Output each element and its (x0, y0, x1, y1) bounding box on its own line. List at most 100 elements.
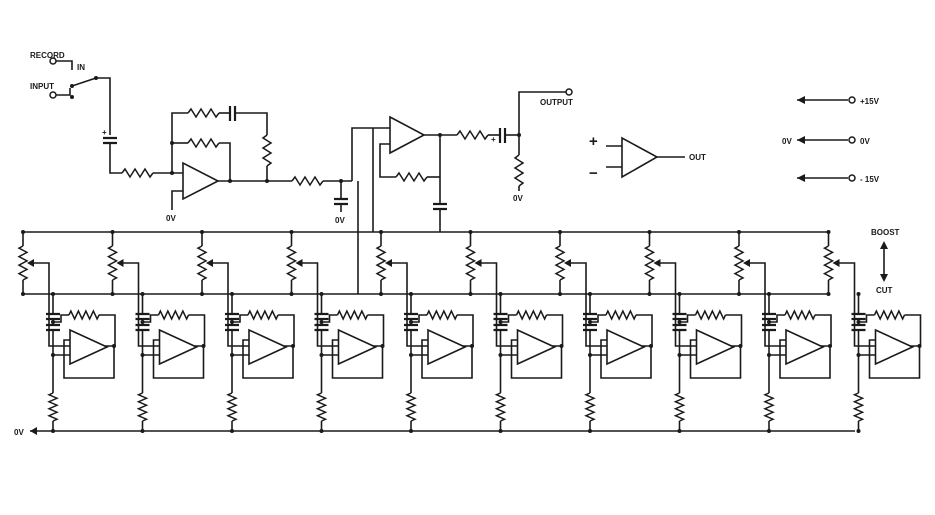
band-7-capacitor-2 (583, 323, 597, 332)
band-10-capacitor-1 (851, 312, 866, 321)
band-5-ground-resistor (405, 392, 417, 422)
input-resistor (121, 167, 154, 179)
band-8-feedback-resistor (694, 309, 727, 321)
minus15v-terminal (848, 174, 856, 182)
legend-minus: − (589, 165, 598, 182)
band-7-opamp (606, 328, 646, 366)
band-8-capacitor-2 (672, 323, 687, 332)
band-2-potentiometer (106, 245, 119, 281)
band-5-capacitor-2 (404, 323, 418, 332)
input-capacitor (103, 136, 117, 145)
band-7-feedback-resistor (605, 309, 637, 321)
output-label: OUTPUT (540, 98, 573, 107)
band-6-opamp (516, 328, 557, 366)
svg-text:+: + (102, 128, 107, 137)
band-6-ground-resistor (494, 392, 507, 422)
output-coupling-capacitor (498, 128, 507, 143)
shunt-capacitor (334, 197, 348, 206)
band-10-feedback-resistor (873, 309, 906, 321)
input-terminal (49, 91, 57, 99)
output-ground-label: 0V (513, 194, 523, 203)
input-label: INPUT (30, 82, 54, 91)
band-6-capacitor-2 (493, 323, 508, 332)
band-5-potentiometer (375, 245, 387, 281)
band-4-capacitor-1 (314, 312, 329, 321)
band-4-opamp (337, 328, 378, 366)
record-switch (71, 77, 97, 87)
band-9-opamp (785, 328, 825, 366)
svg-text:+: + (491, 135, 496, 144)
shunt-ground-label: 0V (335, 216, 345, 225)
band-6-feedback-resistor (515, 309, 548, 321)
legend: + − OUT +15V 0V 0V - 15V BOOST CUT (589, 96, 900, 295)
band-10-ground-resistor (852, 392, 865, 422)
input-section: RECORD IN INPUT + (30, 51, 183, 179)
band-6-potentiometer (464, 245, 477, 281)
series-resistor (291, 175, 324, 187)
band-1-capacitor-2 (46, 323, 60, 332)
zero-v-left-label: 0V (782, 137, 792, 146)
feedback-capacitor (228, 106, 237, 121)
band-3-potentiometer (196, 245, 208, 281)
band-1-ground-resistor (47, 392, 59, 422)
output-opamp (389, 115, 426, 155)
band-4-ground-resistor (315, 392, 328, 422)
minus15v-label: - 15V (860, 175, 880, 184)
ground-label: 0V (14, 428, 24, 437)
output-series-resistor (456, 129, 489, 141)
band-1-feedback-resistor (68, 309, 100, 321)
band-2-feedback-resistor (157, 309, 190, 321)
legend-opamp (621, 136, 659, 179)
legend-plus: + (589, 133, 598, 150)
band-9-potentiometer (733, 245, 745, 281)
band-4-capacitor-2 (314, 323, 329, 332)
band-9-capacitor-2 (762, 323, 776, 332)
input-amplifier: 0V 0V (166, 106, 352, 225)
boost-label: BOOST (871, 228, 900, 237)
band-8-ground-resistor (673, 392, 686, 422)
output-load-resistor (513, 154, 525, 187)
plus15v-label: +15V (860, 97, 880, 106)
plus15v-terminal (848, 96, 856, 104)
cut-label: CUT (876, 286, 893, 295)
band-3-ground-resistor (226, 392, 238, 422)
band-8-opamp (695, 328, 736, 366)
band-2-capacitor-1 (135, 312, 150, 321)
in-label: IN (77, 63, 85, 72)
band-5-capacitor-1 (404, 312, 418, 321)
band-1-opamp (69, 328, 109, 366)
band-7-capacitor-1 (583, 312, 597, 321)
band-6-capacitor-1 (493, 312, 508, 321)
output-feedback-resistor (395, 171, 428, 183)
ground-arrow (30, 427, 37, 435)
band-2-ground-resistor (136, 392, 149, 422)
output-terminal (565, 88, 573, 96)
band-10-opamp (874, 328, 915, 366)
output-capacitor-shunt (433, 202, 447, 211)
band-sections (17, 230, 922, 433)
band-9-ground-resistor (763, 392, 775, 422)
band-2-opamp (158, 328, 199, 366)
band-3-capacitor-2 (225, 323, 239, 332)
feedback-resistor-2 (187, 137, 220, 149)
feedback-resistor-1 (187, 107, 220, 119)
band-9-feedback-resistor (784, 309, 816, 321)
band-4-potentiometer (285, 245, 298, 281)
band-9-capacitor-1 (762, 312, 776, 321)
band-3-feedback-resistor (247, 309, 279, 321)
legend-out-label: OUT (689, 153, 706, 162)
band-5-opamp (427, 328, 467, 366)
band-7-ground-resistor (584, 392, 596, 422)
input-opamp (182, 161, 220, 201)
zero-v-terminal (848, 136, 856, 144)
band-1-potentiometer (17, 245, 29, 281)
input-amp-ground-label: 0V (166, 214, 176, 223)
band-7-potentiometer (554, 245, 566, 281)
band-3-capacitor-1 (225, 312, 239, 321)
band-2-capacitor-2 (135, 323, 150, 332)
band-8-capacitor-1 (672, 312, 687, 321)
feedback-resistor-3 (261, 134, 273, 167)
band-3-opamp (248, 328, 288, 366)
